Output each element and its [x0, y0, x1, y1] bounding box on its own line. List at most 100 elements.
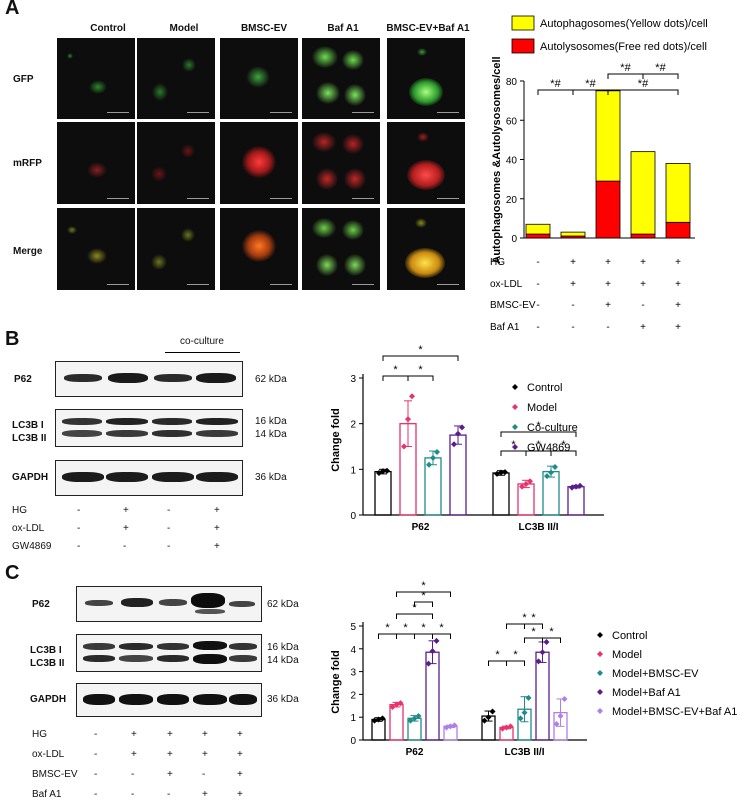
sig-label: * [522, 612, 527, 624]
cond-a-label: ox-LDL [490, 279, 523, 290]
sig-bracket [414, 601, 433, 607]
x-tick-label: LC3B II/I [504, 747, 544, 758]
data-point [519, 483, 525, 490]
data-point [525, 694, 532, 701]
blot-c-lc3b [76, 634, 262, 672]
sig-label-a: *# [550, 78, 561, 90]
data-point [507, 723, 514, 730]
cond-a-value: + [675, 322, 681, 333]
y-tick-label-a: 20 [506, 195, 518, 206]
image-merge-model [137, 208, 215, 290]
image-mrfp-baf-a1 [302, 122, 380, 204]
cond-value: + [202, 729, 208, 740]
x-tick-label: P62 [412, 522, 430, 533]
bar-Co-culture-P62 [424, 457, 442, 516]
cond-a-value: - [641, 300, 644, 311]
legend-marker [597, 689, 603, 695]
data-point [379, 715, 386, 722]
x-tick-label: LC3B II/I [518, 522, 558, 533]
data-point [499, 725, 506, 732]
data-point [577, 482, 583, 489]
blot-b-lc3b [55, 409, 243, 447]
chart-a-stacked-bars: Autophagosomes(Yellow dots)/cell Autolys… [490, 15, 708, 333]
sig-bracket [414, 633, 433, 639]
data-point [544, 473, 550, 480]
data-point [498, 469, 504, 476]
cond-value: + [214, 523, 220, 534]
row-label-mrfp: mRFP [13, 158, 42, 169]
col-title-bmsc-ev-baf-a1: BMSC-EV+Baf A1 [386, 23, 470, 34]
sig-label: * [495, 649, 500, 661]
data-point [561, 695, 568, 702]
cond-value: + [167, 769, 173, 780]
legend-label: GW4869 [527, 442, 570, 454]
cond-a-value: - [536, 300, 539, 311]
data-point [429, 648, 436, 655]
sig-label: * [549, 626, 554, 638]
panel-label-a: A [5, 0, 20, 19]
sig-bracket [432, 633, 451, 639]
cond-value: + [123, 523, 129, 534]
blot-c-label-lc3bi: LC3B I [30, 645, 62, 656]
image-merge-bmsc-ev-baf-a1 [387, 208, 465, 290]
cond-value: - [202, 769, 206, 780]
sig-label: * [421, 590, 426, 602]
data-point [527, 478, 533, 485]
data-point [548, 469, 554, 476]
cond-value: - [167, 541, 171, 552]
bar-Control-LC3B II/I [492, 472, 510, 516]
image-mrfp-control [57, 122, 135, 204]
cond-label: Baf A1 [32, 789, 62, 800]
cond-value: + [131, 729, 137, 740]
data-point [389, 703, 396, 710]
blot-b-size-gapdh: 36 kDa [255, 472, 287, 483]
image-mrfp-bmsc-ev-baf-a1 [387, 122, 465, 204]
cond-a-value: + [675, 279, 681, 290]
sig-bracket [407, 375, 434, 381]
cond-value: - [77, 523, 81, 534]
cond-value: + [167, 729, 173, 740]
y-tick-label-a: 40 [506, 156, 518, 167]
data-point [380, 468, 386, 475]
cond-value: + [214, 541, 220, 552]
cond-value: - [167, 505, 171, 516]
y-tick-label: 5 [350, 622, 356, 633]
data-point [411, 715, 418, 722]
col-title-baf-a1: Baf A1 [327, 23, 359, 34]
sig-label: * [412, 602, 417, 614]
cond-value: + [123, 505, 129, 516]
sig-bracket [396, 633, 415, 639]
cond-a-label: BMSC-EV [490, 300, 536, 311]
sig-bracket [396, 613, 433, 619]
col-title-model: Model [169, 23, 199, 34]
data-point [553, 721, 560, 728]
sig-bracket-a [607, 89, 679, 95]
col-title-bmsc-ev: BMSC-EV [240, 23, 288, 34]
sig-label-a: *# [620, 62, 631, 74]
data-point [543, 638, 550, 645]
cond-label: ox-LDL [12, 523, 45, 534]
data-point [401, 443, 407, 450]
sig-label: * [531, 612, 536, 624]
sig-bracket-a [642, 73, 679, 79]
sig-label: * [531, 626, 536, 638]
blot-b-size-p62: 62 kDa [255, 374, 287, 385]
blot-c-label-lc3bii: LC3B II [30, 658, 65, 669]
legend-label: Model+BMSC-EV+Baf A1 [612, 706, 737, 718]
sig-label: * [439, 622, 444, 634]
sig-bracket [506, 660, 525, 666]
data-point [415, 713, 422, 720]
blot-b-gapdh [55, 460, 243, 496]
data-point [502, 469, 508, 476]
sig-bracket [378, 633, 397, 639]
blot-c-size-16: 16 kDa [267, 642, 299, 653]
cond-a-value: + [640, 257, 646, 268]
cond-label: ox-LDL [32, 749, 65, 760]
blot-c-size-14: 14 kDa [267, 655, 299, 666]
blot-c-label-p62: P62 [32, 599, 50, 610]
data-point [489, 708, 496, 715]
sig-label-a: *# [655, 62, 666, 74]
sig-bracket [382, 355, 459, 361]
cond-a-value: + [675, 300, 681, 311]
cond-value: + [131, 749, 137, 760]
